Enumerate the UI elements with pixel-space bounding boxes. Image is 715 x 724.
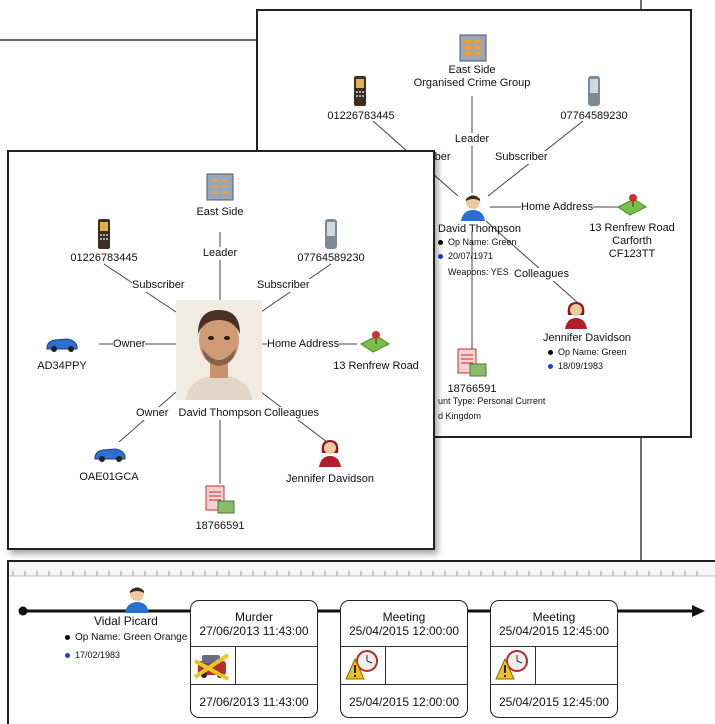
bank-account-icon xyxy=(456,348,488,378)
timeline-event-card[interactable]: Murder 27/06/2013 11:43:00 27/06/2013 11… xyxy=(190,600,318,718)
car-icon xyxy=(93,445,127,463)
back-person-dob-row: 20/07/1971 xyxy=(438,251,493,261)
event-footer: 25/04/2015 12:45:00 xyxy=(498,695,610,709)
female-person-icon xyxy=(318,439,342,467)
back-person-dob: 20/07/1971 xyxy=(448,251,494,261)
front-org-label: East Side xyxy=(196,206,244,218)
back-person-opname-row: Op Name: Green xyxy=(438,237,517,247)
mobile-phone-icon xyxy=(352,75,368,107)
building-icon xyxy=(205,170,235,202)
black-bullet-icon xyxy=(438,240,443,246)
timeline-person-dob-row: 17/02/1983 xyxy=(65,650,120,660)
female-person-icon xyxy=(564,301,588,329)
event-title: Meeting xyxy=(532,610,576,624)
mobile-phone-icon xyxy=(586,75,602,107)
building-icon xyxy=(458,31,488,63)
front-phone1-label: 01226783445 xyxy=(70,252,138,264)
back-account-country: d Kingdom xyxy=(438,411,482,421)
back-edge-leader: Leader xyxy=(454,133,490,146)
front-edge-home-address: Home Address xyxy=(267,338,340,351)
front-edge-leader: Leader xyxy=(202,247,238,260)
back-address-line3: CF123TT xyxy=(608,248,656,260)
map-pin-icon xyxy=(359,328,391,354)
blue-bullet-icon xyxy=(438,254,443,260)
back-person-name: David Thompson xyxy=(438,223,521,235)
back-account-number: 18766591 xyxy=(447,383,497,395)
back-address-line2: Carforth xyxy=(612,235,652,247)
timeline-start-dot xyxy=(18,606,28,616)
male-person-icon xyxy=(124,585,150,613)
blue-bullet-icon xyxy=(548,364,553,370)
front-edge-owner1: Owner xyxy=(113,338,146,351)
map-pin-icon xyxy=(616,191,648,217)
event-datetime: 25/04/2015 12:00:00 xyxy=(348,624,460,638)
back-jennifer-opname: Op Name: Green xyxy=(558,347,627,357)
back-address-line1: 13 Renfrew Road xyxy=(589,222,675,234)
timeline-person-dob: 17/02/1983 xyxy=(75,650,121,660)
event-title: Murder xyxy=(234,610,273,624)
back-person-weapons: Weapons: YES xyxy=(448,267,509,277)
back-org-label-line1: East Side xyxy=(448,64,496,76)
front-edge-subscriber1: Subscriber xyxy=(132,279,185,292)
male-person-icon xyxy=(460,193,486,221)
meeting-warning-icon xyxy=(495,649,531,681)
mobile-phone-icon xyxy=(96,218,112,250)
front-account-label: 18766591 xyxy=(195,520,245,532)
meeting-warning-icon xyxy=(345,649,381,681)
timeline-end-arrow xyxy=(692,605,705,617)
front-car2-label: OAE01GCA xyxy=(79,471,139,483)
back-org-label-line2: Organised Crime Group xyxy=(413,77,531,89)
back-account-type: unt Type: Personal Current xyxy=(438,396,546,406)
back-jennifer-opname-row: Op Name: Green xyxy=(548,347,627,357)
front-address-label: 13 Renfrew Road xyxy=(333,360,419,372)
back-phone1-label: 01226783445 xyxy=(327,110,395,122)
car-icon xyxy=(45,335,79,353)
back-person-opname: Op Name: Green xyxy=(448,237,517,247)
timeline-event-card[interactable]: Meeting 25/04/2015 12:45:00 25/04/2015 1… xyxy=(490,600,618,718)
front-car1-label: AD34PPY xyxy=(37,360,87,372)
suspect-photo xyxy=(176,300,262,400)
front-jennifer-label: Jennifer Davidson xyxy=(285,473,375,485)
event-datetime: 27/06/2013 11:43:00 xyxy=(199,624,309,638)
event-title: Meeting xyxy=(382,610,426,624)
event-datetime: 25/04/2015 12:45:00 xyxy=(498,624,610,638)
back-jennifer-name: Jennifer Davidson xyxy=(543,332,632,344)
back-jennifer-dob: 18/09/1983 xyxy=(558,361,604,371)
timeline-event-card[interactable]: Meeting 25/04/2015 12:00:00 25/04/2015 1… xyxy=(340,600,468,718)
mobile-phone-icon xyxy=(323,218,339,250)
event-footer: 25/04/2015 12:00:00 xyxy=(348,695,460,709)
front-edge-subscriber2: Subscriber xyxy=(257,279,310,292)
back-phone2-label: 07764589230 xyxy=(560,110,628,122)
timeline-panel: Vidal Picard Op Name: Green Orange 17/02… xyxy=(7,560,715,724)
timeline-person-opname-row: Op Name: Green Orange xyxy=(65,632,187,644)
back-edge-subscriber2: Subscriber xyxy=(495,151,548,164)
front-phone2-label: 07764589230 xyxy=(297,252,365,264)
black-bullet-icon xyxy=(548,350,553,356)
blue-bullet-icon xyxy=(65,653,70,659)
black-bullet-icon xyxy=(65,634,70,640)
front-person-name: David Thompson xyxy=(178,407,262,419)
front-edge-colleagues: Colleagues xyxy=(264,407,320,420)
front-edge-owner2: Owner xyxy=(136,407,169,420)
crime-scene-icon xyxy=(193,649,230,681)
front-link-chart-panel: East Side Leader 01226783445 Subscriber … xyxy=(7,150,435,550)
back-edge-home-address: Home Address xyxy=(521,201,594,214)
timeline-person-opname: Op Name: Green Orange xyxy=(75,632,188,643)
bank-account-icon xyxy=(204,485,236,515)
event-footer: 27/06/2013 11:43:00 xyxy=(199,695,309,709)
timeline-person-name: Vidal Picard xyxy=(94,614,158,628)
back-jennifer-dob-row: 18/09/1983 xyxy=(548,361,603,371)
back-edge-colleagues: Colleagues xyxy=(514,268,570,281)
